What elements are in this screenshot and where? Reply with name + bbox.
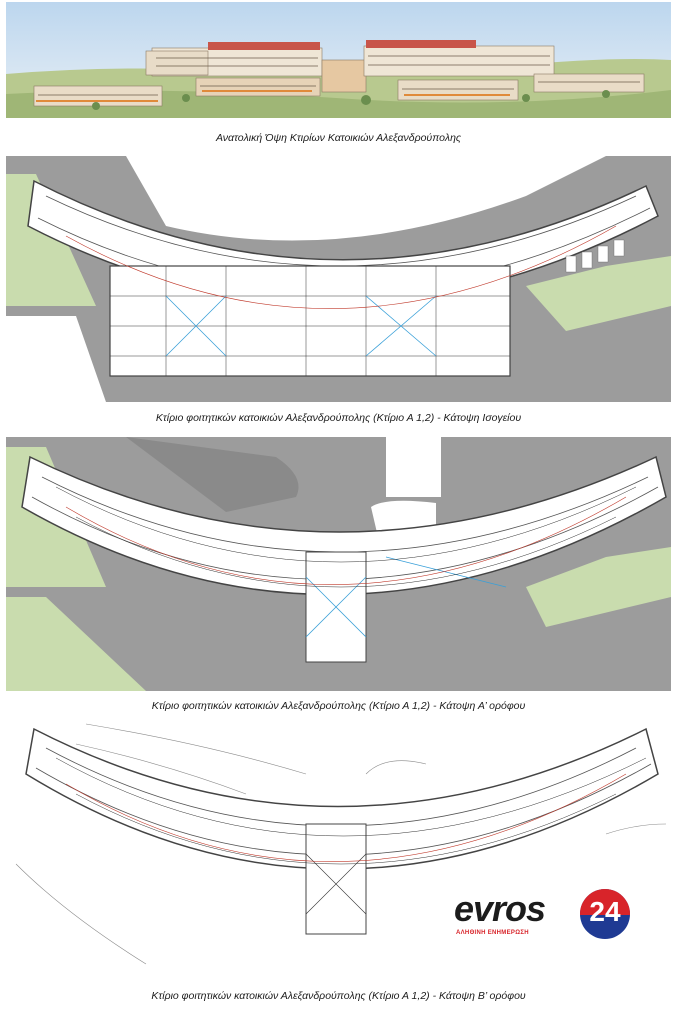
- east-elevation-rendering: [6, 2, 671, 118]
- logo-tagline: ΑΛΗΘΙΝΗ ΕΝΗΜΕΡΩΣΗ: [456, 930, 529, 936]
- elevation-caption: Ανατολική Όψη Κτιρίων Κατοικιών Αλεξανδρ…: [215, 132, 462, 144]
- second-floor-plan: [6, 714, 671, 976]
- ground-floor-caption: Κτίριο φοιτητικών κατοικιών Αλεξανδρούπο…: [155, 412, 522, 424]
- logo-number: 24: [589, 896, 621, 927]
- ground-floor-plan: [6, 156, 671, 402]
- first-floor-plan: [6, 437, 671, 691]
- second-floor-caption: Κτίριο φοιτητικών κατοικιών Αλεξανδρούπο…: [151, 990, 526, 1002]
- logo-badge: 24: [580, 889, 630, 939]
- evros24-watermark-logo: evros 24 ΑΛΗΘΙΝΗ ΕΝΗΜΕΡΩΣΗ: [452, 886, 642, 944]
- logo-word: evros: [454, 888, 546, 929]
- first-floor-caption: Κτίριο φοιτητικών κατοικιών Αλεξανδρούπο…: [151, 700, 526, 712]
